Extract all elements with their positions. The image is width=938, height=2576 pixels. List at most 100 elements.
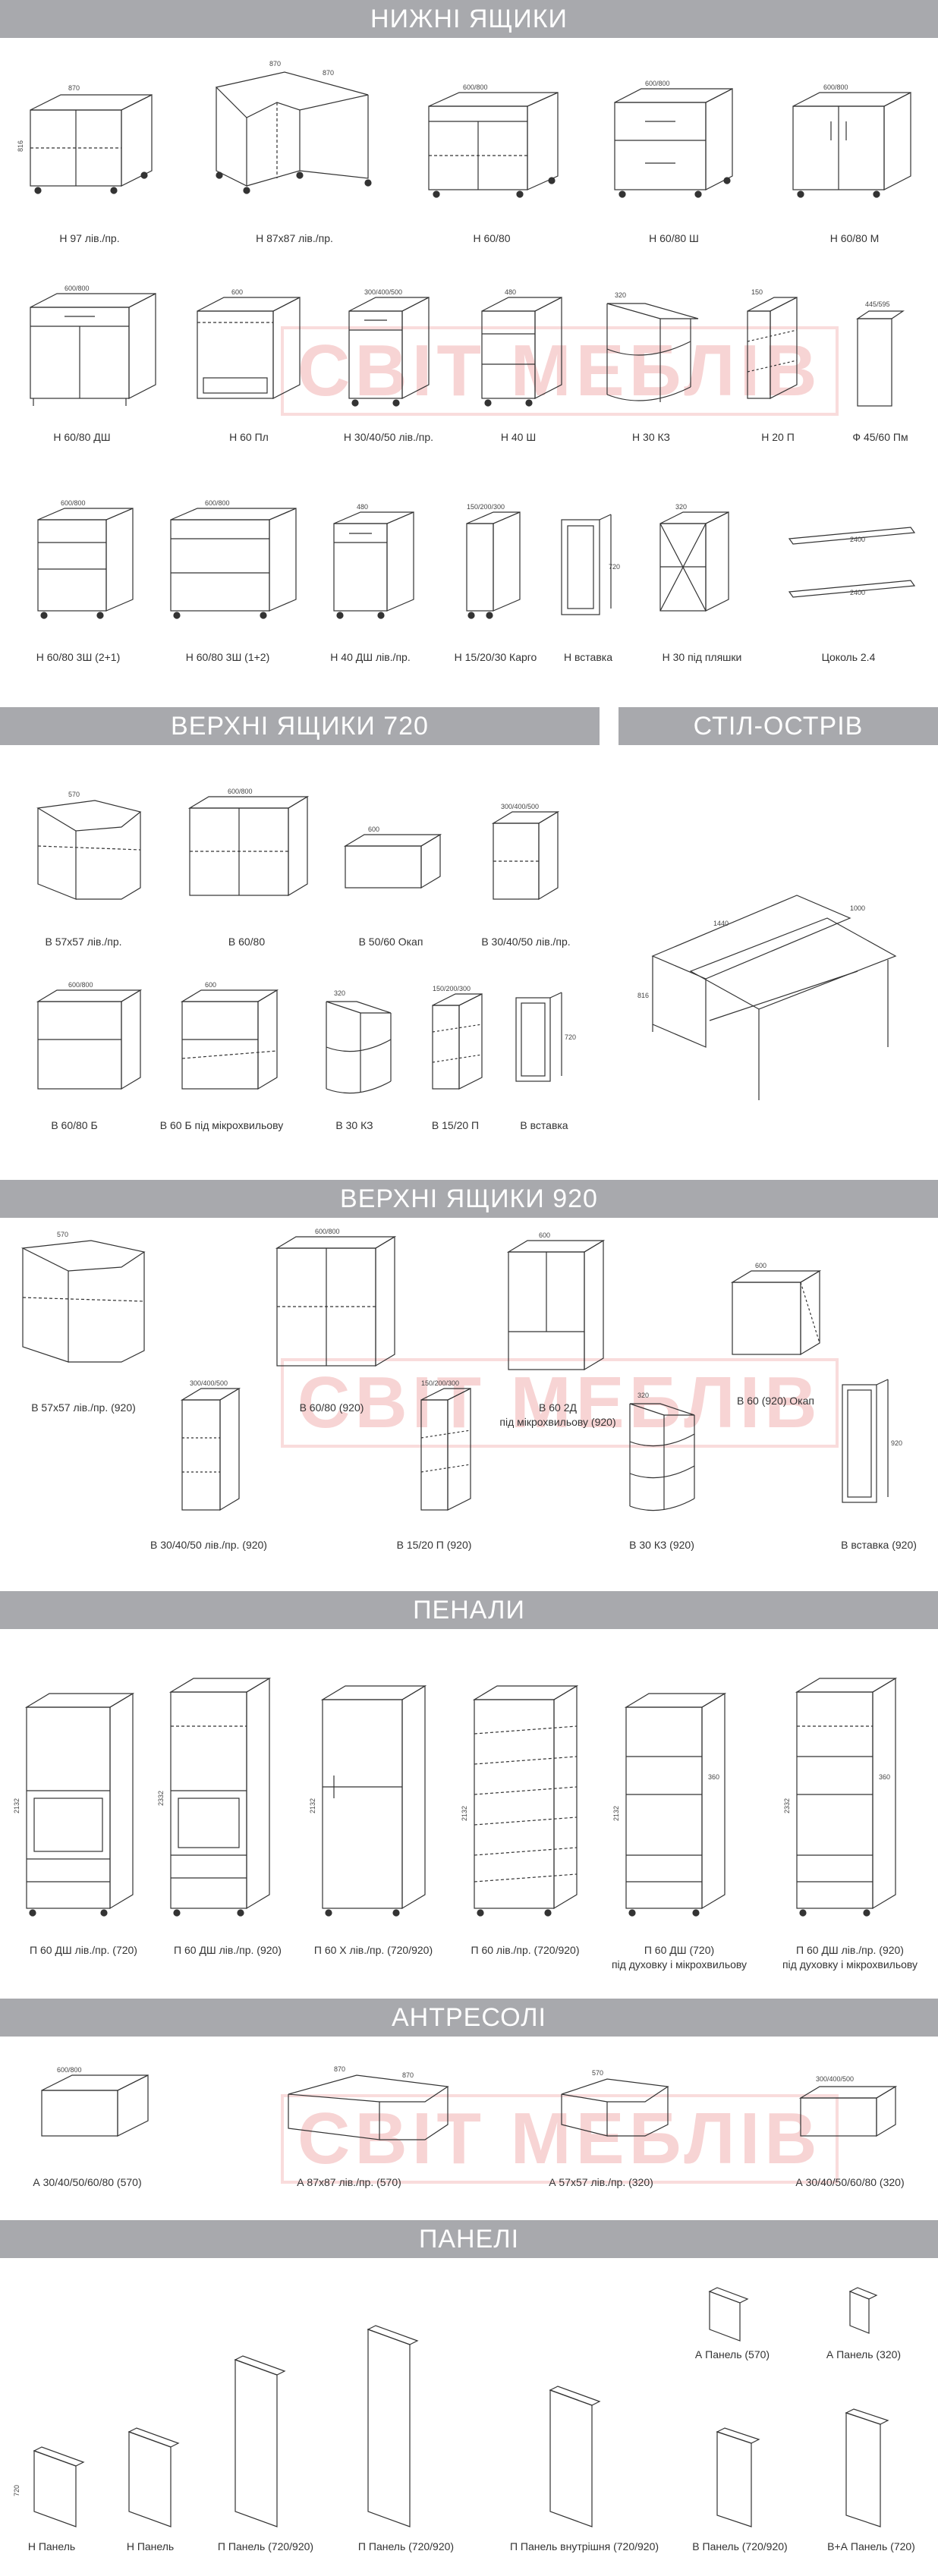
cabinet-drawing-h6080dsh: 600/800 [23,285,167,414]
cabinet-label: Н 30 КЗ [632,431,670,443]
svg-text:600/800: 600/800 [315,1228,340,1235]
cabinet-label: Н 40 ДШ лів./пр. [330,651,411,663]
cabinet-label: В 60/80 (920) [299,1401,364,1414]
cabinet-label: В 30/40/50 лів./пр. (920) [150,1539,267,1551]
section-tall-units: ПЕНАЛИ [0,1591,938,1629]
cabinet-label: Цоколь 2.4 [821,651,876,663]
cabinet-label: Н 60/80 3Ш (2+1) [36,651,121,663]
mezzanine-label: А 57х57 лів./пр. (320) [549,2176,653,2188]
svg-text:2132: 2132 [612,1806,620,1821]
cabinet-drawing-v30kz: 320 [319,986,402,1100]
cabinet-label: В вставка (920) [841,1539,917,1551]
cabinet-drawing-h30kz: 320 [600,288,706,417]
tall-drawing-p60: 2132 [461,1677,588,1927]
cabinet-drawing-v6080b: 600/800 [30,981,152,1104]
cabinet-label: Н 60/80 3Ш (1+2) [185,651,270,663]
facade-drawing-f4560pm: 445/595 [850,300,918,417]
cabinet-label: Н 60/80 [473,232,511,244]
svg-text:300/400/500: 300/400/500 [816,2075,854,2083]
svg-text:600: 600 [231,288,243,296]
svg-text:480: 480 [505,288,516,296]
cabinet-drawing-h60pl: 600 [190,288,311,417]
tall-label-sub: під духовку і мікрохвильову [782,1958,918,1971]
section-title: ВЕРХНІ ЯЩИКИ 920 [340,1184,598,1213]
panel-drawing-n-1: 720 [13,2436,87,2534]
panel-label: А Панель (320) [826,2348,902,2361]
cabinet-label: В 60 Б під мікрохвильову [159,1119,284,1131]
cabinet-drawing-h40dsh: 480 [326,503,425,630]
svg-text:320: 320 [615,291,626,299]
section-title: ВЕРХНІ ЯЩИКИ 720 [171,711,429,741]
cabinet-drawing-h6080m: 600/800 [785,83,922,205]
svg-text:2400: 2400 [850,536,865,543]
panel-label: П Панель (720/920) [217,2540,314,2552]
panel-drawing-n-2 [114,2417,182,2534]
section-upper-720: ВЕРХНІ ЯЩИКИ 720 [0,707,600,745]
tall-label: П 60 Х лів./пр. (720/920) [313,1944,433,1956]
svg-text:320: 320 [637,1392,649,1399]
cabinet-drawing-v30kz-920: 320 [622,1389,706,1518]
svg-text:570: 570 [57,1231,68,1238]
svg-text:870: 870 [323,69,334,77]
cabinet-label: В 50/60 Окап [358,936,423,948]
panel-label: В Панель (720/920) [692,2540,788,2552]
cabinet-drawing-v6080: 600/800 [182,788,319,911]
svg-text:600: 600 [539,1231,550,1239]
panel-drawing-va [835,2398,896,2534]
tall-drawing-p60dsh-720: 2132 [13,1684,140,1927]
cabinet-drawing-v-insert: 720 [508,986,584,1100]
tall-label: П 60 ДШ лів./пр. (920) [796,1944,904,1956]
cabinet-drawing-v1520p-920: 150/200/300 [414,1379,497,1518]
panel-label: П Панель внутрішня (720/920) [509,2540,659,2552]
mezzanine-drawing-a-320: 300/400/500 [785,2075,914,2151]
cabinet-label: В 60 (920) Окап [737,1395,814,1407]
cabinet-label: Н 20 П [761,431,795,443]
cabinet-label: В 60/80 Б [51,1119,98,1131]
svg-text:2132: 2132 [13,1798,20,1813]
plinth-drawing: 2400 2400 [782,524,926,622]
svg-text:300/400/500: 300/400/500 [190,1379,228,1387]
svg-text:150/200/300: 150/200/300 [433,985,471,992]
cabinet-label-sub: під мікрохвильову (920) [499,1416,616,1428]
section-lower-cabinets: НИЖНІ ЯЩИКИ [0,0,938,38]
cabinet-drawing-v1520p: 150/200/300 [425,985,501,1100]
cabinet-drawing-h20p: 150 [740,288,816,417]
svg-text:720: 720 [565,1033,576,1041]
section-upper-920: ВЕРХНІ ЯЩИКИ 920 [0,1180,938,1218]
panel-drawing-a-570 [698,2276,759,2345]
svg-text:360: 360 [879,1773,890,1781]
svg-text:600/800: 600/800 [61,499,86,507]
section-title: НИЖНІ ЯЩИКИ [370,4,568,33]
svg-text:2332: 2332 [157,1791,165,1806]
cabinet-drawing-v60b-microwave: 600 [167,981,288,1104]
cabinet-label: В 30/40/50 лів./пр. [481,936,571,948]
svg-text:2132: 2132 [461,1806,468,1821]
svg-text:600/800: 600/800 [645,80,670,87]
cabinet-drawing-h30-bottles: 320 [653,503,744,630]
tall-label: П 60 ДШ лів./пр. (920) [174,1944,282,1956]
cabinet-label: Н 60 Пл [229,431,269,443]
svg-text:870: 870 [402,2071,414,2079]
cabinet-label: Н 97 лів./пр. [59,232,120,244]
mezzanine-label: А 87х87 лів./пр. (570) [297,2176,401,2188]
svg-text:600/800: 600/800 [823,83,848,91]
cabinet-label: Н 40 Ш [500,431,537,443]
svg-text:570: 570 [68,791,80,798]
cabinet-drawing-v304050-920: 300/400/500 [175,1379,266,1518]
cabinet-drawing-h40sh: 480 [474,288,573,417]
svg-text:600/800: 600/800 [68,981,93,989]
cabinet-label: Н вставка [564,651,612,663]
svg-text:2400: 2400 [850,589,865,596]
svg-text:600/800: 600/800 [463,83,488,91]
cabinet-drawing-v6080-920: 600/800 [269,1228,414,1377]
svg-text:320: 320 [334,989,345,997]
panel-label: Н Панель [27,2540,76,2552]
cabinet-drawing-h6080-3sh-1-2: 600/800 [163,499,307,630]
cabinet-drawing-h6080sh: 600/800 [607,80,744,205]
svg-text:480: 480 [357,503,368,511]
cabinet-label: Н 60/80 М [829,232,880,244]
